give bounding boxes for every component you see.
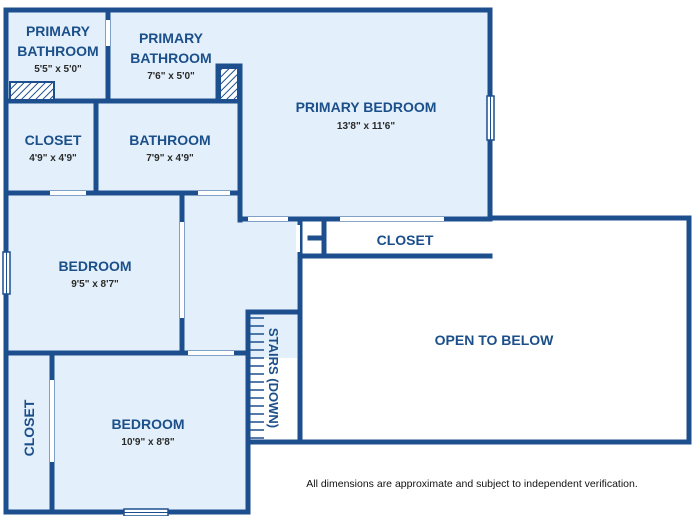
primary-bathroom-2-label-line1: PRIMARY xyxy=(139,30,204,46)
bedroom-2-dims: 10'9" x 8'8" xyxy=(121,437,174,448)
primary-bathroom-2-label-line2: BATHROOM xyxy=(130,50,211,66)
stairs-label: STAIRS (DOWN) xyxy=(266,328,281,428)
closet-1-label: CLOSET xyxy=(25,132,82,148)
bedroom-2-label: BEDROOM xyxy=(111,416,184,432)
disclaimer-text: All dimensions are approximate and subje… xyxy=(306,478,638,490)
primary-bathroom-1-dims: 5'5" x 5'0" xyxy=(34,64,82,75)
primary-bathroom-1-label-line1: PRIMARY xyxy=(26,23,91,39)
bathroom-label: BATHROOM xyxy=(129,132,210,148)
closet-2-label: CLOSET xyxy=(377,232,434,248)
primary-bathroom-2-dims: 7'6" x 5'0" xyxy=(147,71,195,82)
stair-treads xyxy=(250,317,264,439)
openings xyxy=(50,20,444,462)
hatched-fixture-right xyxy=(219,67,239,101)
open-to-below-label: OPEN TO BELOW xyxy=(435,332,555,348)
windows xyxy=(2,95,495,516)
primary-bathroom-1-label-line2: BATHROOM xyxy=(17,43,98,59)
bathroom-dims: 7'9" x 4'9" xyxy=(146,153,194,164)
primary-bedroom-label: PRIMARY BEDROOM xyxy=(296,99,437,115)
bedroom-1-label: BEDROOM xyxy=(58,258,131,274)
primary-bedroom-dims: 13'8" x 11'6" xyxy=(337,121,395,132)
hatched-fixture-left xyxy=(9,81,55,101)
bedroom-1-dims: 9'5" x 8'7" xyxy=(71,279,119,290)
closet-1-dims: 4'9" x 4'9" xyxy=(29,153,77,164)
closet-3-label: CLOSET xyxy=(21,399,37,456)
